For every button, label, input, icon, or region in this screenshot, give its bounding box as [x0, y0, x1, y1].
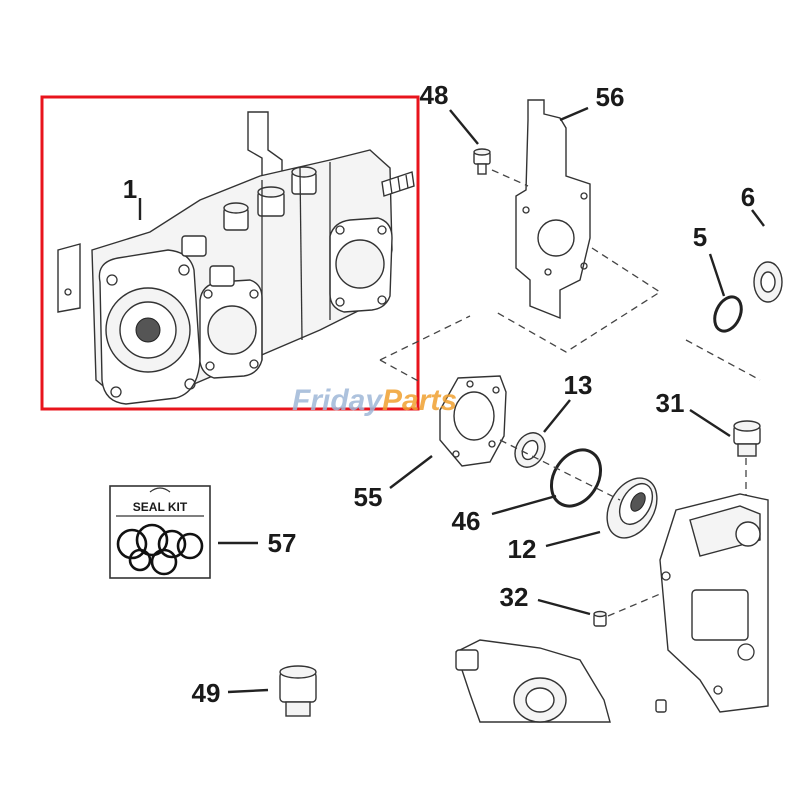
mount-outline [495, 247, 662, 353]
gasket-plate[interactable] [439, 375, 507, 467]
label-part-1: 1 [123, 174, 137, 204]
label-part-46: 46 [452, 506, 481, 536]
leader-lines [138, 106, 765, 694]
pump-assembly[interactable] [57, 111, 415, 405]
label-part-57: 57 [268, 528, 297, 558]
label-part-31: 31 [656, 388, 685, 418]
screw-axis-line [607, 593, 661, 617]
label-part-56: 56 [596, 82, 625, 112]
watermark-part-a: Friday [292, 384, 383, 417]
highlight-box [40, 95, 420, 411]
bracket-plate[interactable] [515, 99, 591, 320]
label-part-13: 13 [564, 370, 593, 400]
screw[interactable] [593, 610, 607, 627]
bolt[interactable] [473, 148, 491, 175]
bolt-axis-line [491, 169, 529, 187]
svg-text:FridayParts: FridayParts [292, 384, 457, 417]
label-part-55: 55 [354, 482, 383, 512]
seal-kit[interactable] [109, 485, 211, 579]
edge-outline [685, 339, 761, 381]
gasket-outline [379, 315, 471, 383]
label-part-32: 32 [500, 582, 529, 612]
watermark-part-b: Parts [382, 384, 457, 417]
label-part-6: 6 [741, 182, 755, 212]
drain-plug[interactable] [279, 665, 317, 717]
plug[interactable] [733, 420, 761, 457]
o-ring[interactable] [541, 441, 610, 515]
motor-part[interactable] [455, 639, 611, 723]
edge-part-6[interactable] [753, 261, 783, 303]
shaft-axis-line [499, 439, 621, 501]
bearing[interactable] [597, 469, 667, 546]
seal-kit-title: SEAL KIT [133, 500, 188, 514]
shaft-seal[interactable] [509, 428, 551, 473]
snap-ring[interactable] [710, 293, 747, 336]
label-part-12: 12 [508, 534, 537, 564]
label-part-5: 5 [693, 222, 707, 252]
label-part-49: 49 [192, 678, 221, 708]
small-screw-bottom[interactable] [655, 699, 667, 713]
label-part-48: 48 [420, 80, 449, 110]
watermark: FridayParts [292, 384, 457, 417]
housing[interactable] [659, 493, 769, 713]
